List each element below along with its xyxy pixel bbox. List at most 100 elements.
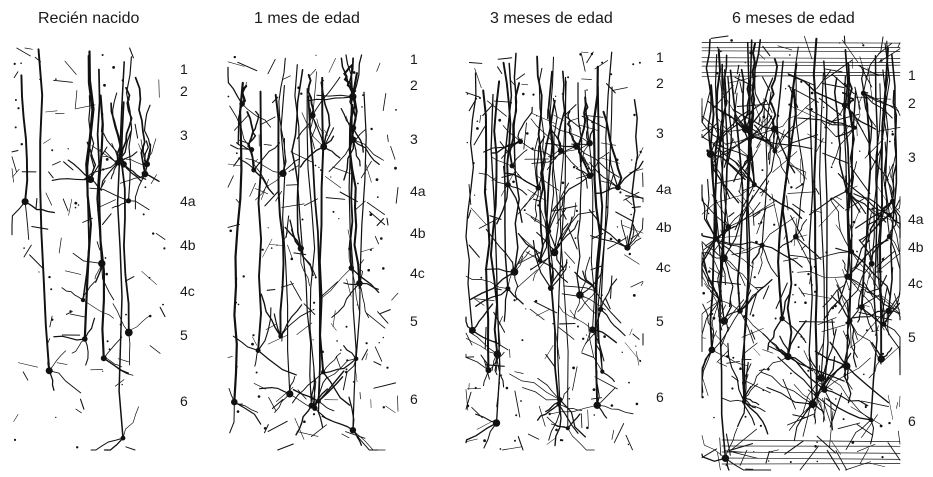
layer-label-4b: 4b — [180, 238, 196, 252]
neuron-soma — [505, 182, 511, 188]
neuron-soma — [350, 137, 356, 143]
neuron-soma — [598, 307, 603, 312]
neuron-soma — [747, 154, 754, 161]
neuron-soma — [558, 148, 564, 154]
neuron-soma — [505, 286, 510, 291]
layer-label-2: 2 — [908, 96, 916, 110]
layer-label-4b: 4b — [908, 240, 924, 254]
neuron-soma — [586, 140, 593, 147]
neuron-soma — [814, 392, 819, 397]
neuron-soma — [256, 348, 261, 353]
neuron-soma — [587, 173, 593, 179]
neuron-soma — [494, 350, 501, 357]
neuron-soma — [278, 334, 283, 339]
neuron-soma — [356, 280, 363, 287]
neuron-soma — [742, 395, 746, 399]
layer-label-4a: 4a — [180, 194, 196, 208]
neuron-soma — [809, 400, 817, 408]
neuron-soma — [350, 125, 356, 131]
layer-label-4b: 4b — [410, 226, 426, 240]
neuron-soma — [713, 236, 719, 242]
neuron-soma — [349, 265, 354, 270]
neuron-soma — [121, 436, 126, 441]
panel-1-month: 1 mes de edad 1 2 3 4a 4b 4c 5 6 — [218, 0, 458, 477]
neuron-soma — [853, 126, 857, 130]
neuron-soma — [309, 112, 315, 118]
neuron-soma — [821, 387, 827, 393]
neuron-drawing — [698, 0, 933, 477]
layer-label-4c: 4c — [908, 276, 923, 290]
neuron-soma — [772, 149, 777, 154]
neuron-soma — [720, 317, 728, 325]
layer-label-3: 3 — [180, 128, 188, 142]
neuron-soma — [46, 367, 53, 374]
neuron-soma — [557, 397, 562, 402]
neuron-soma — [321, 370, 325, 374]
neuron-soma — [779, 316, 784, 321]
layer-label-2: 2 — [410, 78, 418, 92]
neuron-soma — [887, 213, 892, 218]
layer-label-4b: 4b — [656, 220, 672, 234]
neuron-soma — [354, 357, 359, 362]
neuron-soma — [881, 321, 886, 326]
neuron-soma — [859, 304, 865, 310]
neuron-soma — [720, 254, 728, 262]
neuron-soma — [771, 126, 778, 133]
layer-label-4c: 4c — [656, 260, 671, 274]
neuron-soma — [548, 285, 554, 291]
neuron-soma — [286, 390, 293, 397]
layer-label-2: 2 — [180, 84, 188, 98]
neuron-soma — [298, 245, 304, 251]
layer-label-3: 3 — [908, 150, 916, 164]
neuron-soma — [752, 182, 757, 187]
layer-label-6: 6 — [410, 392, 418, 406]
neuron-soma — [251, 168, 256, 173]
neuron-soma — [98, 260, 105, 267]
neuron-soma — [869, 261, 875, 267]
neuron-soma — [546, 229, 551, 234]
layer-label-1: 1 — [410, 52, 418, 66]
neuron-soma — [350, 427, 356, 433]
layer-label-6: 6 — [180, 394, 188, 408]
neuron-soma — [624, 245, 630, 251]
neuron-soma — [349, 93, 356, 100]
layer-label-5: 5 — [410, 314, 418, 328]
layer-label-2: 2 — [656, 76, 664, 90]
neuron-soma — [849, 249, 854, 254]
panel-6-months: 6 meses de edad 1 2 3 4a 4b 4c 5 6 — [698, 0, 933, 477]
neuron-drawing — [0, 0, 233, 477]
neuron-soma — [887, 234, 892, 239]
neuron-soma — [320, 143, 327, 150]
panel-3-months: 3 meses de edad 1 2 3 4a 4b 4c 5 6 — [458, 0, 698, 477]
neuron-soma — [557, 402, 562, 407]
neuron-soma — [844, 274, 850, 280]
layer-label-5: 5 — [180, 328, 188, 342]
neuron-soma — [279, 170, 286, 177]
neuron-soma — [249, 147, 254, 152]
neuron-soma — [469, 327, 476, 334]
layer-label-3: 3 — [410, 132, 418, 146]
neuron-soma — [486, 367, 492, 373]
neuron-soma — [861, 91, 866, 96]
layer-label-3: 3 — [656, 126, 664, 140]
neuron-soma — [87, 176, 94, 183]
neuron-soma — [518, 139, 523, 144]
neuron-soma — [101, 355, 107, 361]
neuron-soma — [510, 163, 515, 168]
neuron-drawing — [458, 0, 698, 477]
neuron-soma — [576, 291, 584, 299]
layer-label-4a: 4a — [908, 212, 924, 226]
neuron-soma — [22, 198, 29, 205]
neuron-soma — [594, 402, 601, 409]
neuron-soma — [231, 399, 238, 406]
neuron-soma — [718, 137, 723, 142]
neuron-soma — [718, 299, 722, 303]
neuron-soma — [239, 101, 245, 107]
neuron-soma — [793, 234, 799, 240]
neuron-soma — [869, 418, 873, 422]
neuron-soma — [726, 224, 731, 229]
layer-label-1: 1 — [656, 50, 664, 64]
neuron-soma — [538, 258, 543, 263]
neuron-soma — [722, 455, 729, 462]
neuron-soma — [760, 243, 765, 248]
